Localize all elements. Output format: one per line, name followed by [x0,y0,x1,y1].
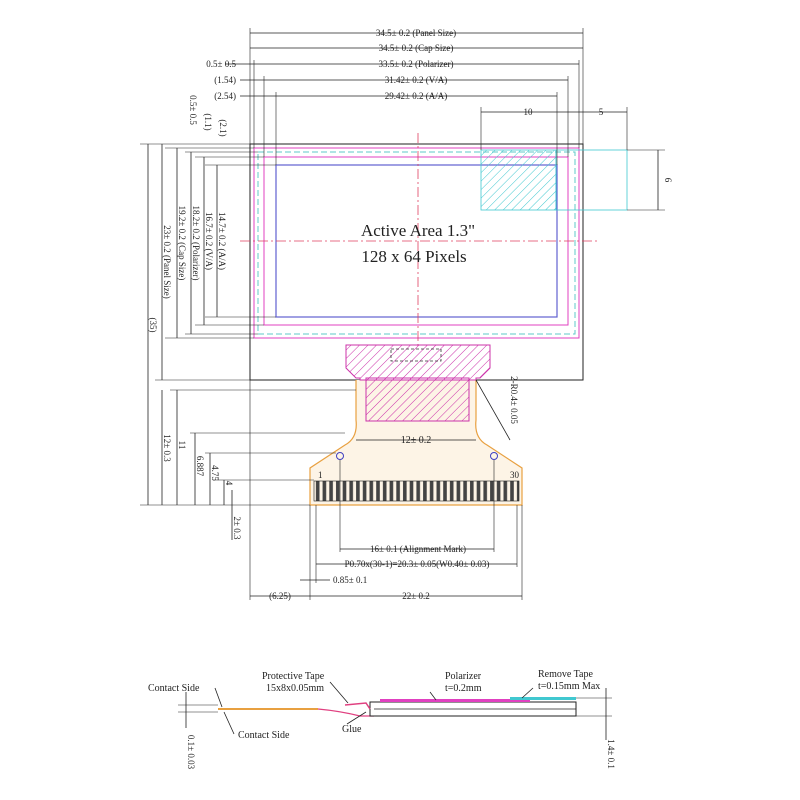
alignment-mark-left [336,452,344,460]
dim-left-eleven: 11 [177,441,187,450]
dim-left-fpc12: 12± 0.3 [162,434,172,462]
pin-30-label: 30 [510,470,520,480]
right-dimensions [475,149,665,441]
dim-radius: 2-R0.4± 0.05 [509,376,519,424]
dim-left-cap: 19.2± 0.2 (Cap Size) [177,206,187,281]
left-dimensions [140,143,356,540]
dim-left-va-offset: (1.1) [203,113,213,130]
dim-fpc-width12: 12± 0.2 [401,435,432,446]
dim-polarizer-offset: 0.5± 0.5 [206,59,236,69]
dim-left-6887: 6.887 [195,456,205,477]
hatched-region-outside-panel [555,149,628,211]
dim-22: 22± 0.2 [402,591,429,601]
dim-alignment-mark: 16± 0.1 (Alignment Mark) [370,544,466,554]
dim-left-polarizer: 18.2± 0.2 (Polarizer) [191,206,201,281]
alignment-mark-right [490,452,498,460]
side-remove-tape-2: t=0.15mm Max [538,681,600,692]
side-thickness-fpc: 0.1± 0.03 [186,735,196,770]
dim-five: 5 [599,107,604,117]
dim-625: (6.25) [269,591,291,601]
polarizer-outline [257,151,576,335]
top-dimensions [225,28,628,165]
fpc-dimensions [249,380,523,600]
fpc-group: 1 30 [309,344,523,506]
side-contact-side-2: Contact Side [238,730,290,741]
side-contact-side-1: Contact Side [148,683,200,694]
dim-left-2: 2± 0.3 [232,517,242,540]
dim-left-va: 16.7± 0.2 (V/A) [204,212,214,270]
side-remove-tape-1: Remove Tape [538,669,593,680]
dim-left-aa-offset: (2.1) [218,119,228,136]
side-protective-tape [344,702,371,710]
dim-polarizer: 33.5± 0.2 (Polarizer) [379,59,454,69]
dim-aa: 29.42± 0.2 (A/A) [385,91,447,101]
dim-six: 6 [663,178,673,183]
dim-ten: 10 [524,107,534,117]
dim-left-4: 4 [224,481,234,486]
dim-left-475: 4.75 [210,465,220,481]
dim-panel-size: 34.5± 0.2 (Panel Size) [376,28,456,38]
panel-outline-group [240,133,628,381]
active-area-title: Active Area 1.3" [361,221,475,240]
ic-outline [390,348,442,362]
dim-085: 0.85± 0.1 [333,575,367,585]
dim-left-panel: 23± 0.2 (Panel Size) [162,225,172,298]
side-polarizer-2: t=0.2mm [445,683,482,694]
side-glue: Glue [342,724,362,735]
side-polarizer-1: Polarizer [445,671,482,682]
side-remove-tape [510,697,576,700]
dim-left-total: (35) [148,318,158,333]
side-protective-tape-2: 15x8x0.05mm [266,683,324,694]
hatched-region-in-panel [480,149,557,211]
side-polarizer [380,699,530,702]
side-view-group [178,681,612,740]
dim-cap-size: 34.5± 0.2 (Cap Size) [379,43,454,53]
cap-outline [253,147,580,339]
fpc-tape-stem [365,377,470,422]
dim-aa-offset: (2.54) [214,91,236,101]
protective-tape-outline [345,344,491,381]
active-area-pixels: 128 x 64 Pixels [361,247,466,266]
dim-va-offset: (1.54) [214,75,236,85]
dim-pitch: P0.70x(30-1)=20.3± 0.05(W0.40± 0.03) [345,559,490,569]
dim-left-offset: 0.5± 0.5 [188,95,198,125]
contact-pins [313,480,520,502]
dim-va: 31.42± 0.2 (V/A) [385,75,447,85]
side-protective-tape-1: Protective Tape [262,671,325,682]
dim-left-aa: 14.7± 0.2 (A/A) [217,212,227,270]
side-thickness-total: 1.4± 0.1 [606,739,616,769]
pin-1-label: 1 [318,470,323,480]
